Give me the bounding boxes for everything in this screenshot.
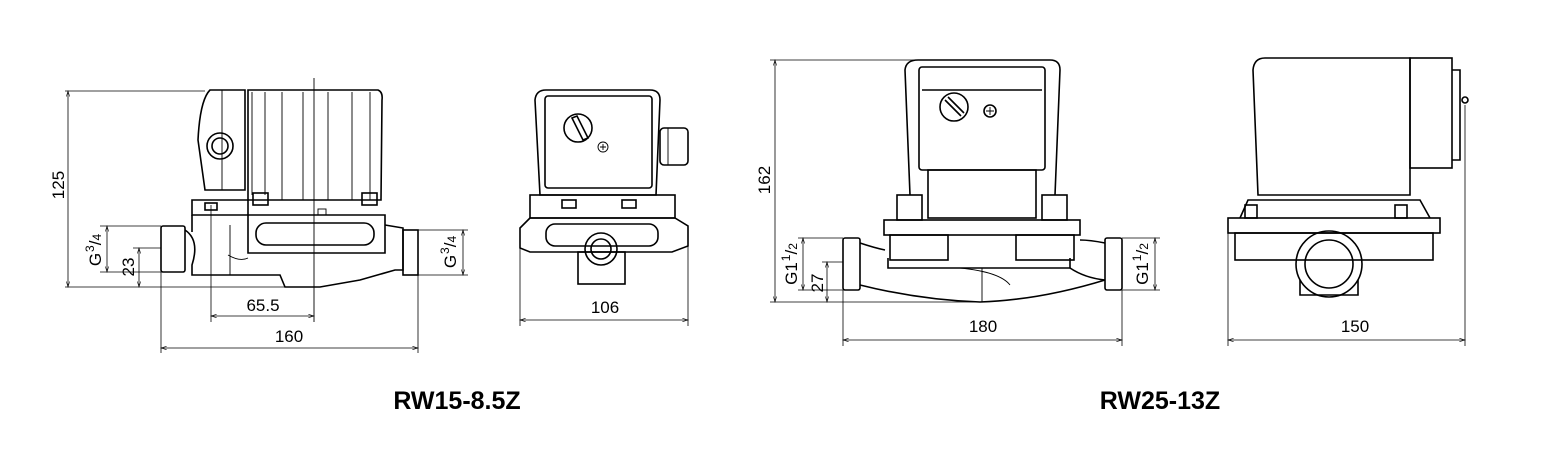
- thread-denominator: 2: [786, 243, 800, 250]
- rw15-axis-height-label: 23: [119, 258, 138, 277]
- rw15-side-view: [160, 89, 419, 288]
- thread-prefix: G1: [1133, 262, 1152, 285]
- rw15-length-label: 160: [275, 327, 303, 346]
- rw25-height-label: 162: [755, 166, 774, 194]
- rw15-height-label: 125: [49, 171, 68, 199]
- rw15-axis-offset-label: 65.5: [246, 296, 279, 315]
- rw25-front-view: [842, 59, 1123, 303]
- rw15-thread-right-label: G3/4: [438, 236, 460, 269]
- rw25-model-title: RW25-13Z: [1100, 387, 1220, 415]
- rw15-front-dimensions: 106: [520, 246, 688, 326]
- rw25-width-label: 150: [1341, 317, 1369, 336]
- rw25-length-label: 180: [969, 317, 997, 336]
- rw25-thread-left-label: G11/2: [779, 243, 801, 285]
- thread-numerator: 1: [1130, 254, 1144, 261]
- thread-numerator: 1: [779, 254, 793, 261]
- rw15-front-view: [519, 89, 689, 285]
- thread-prefix: G: [86, 253, 105, 266]
- rw15-thread-left-label: G3/4: [83, 234, 105, 267]
- rw25-side-dimensions: 150: [1228, 105, 1465, 346]
- thread-prefix: G1: [782, 262, 801, 285]
- rw25-front-dimensions: 162 G11/2 27 G11/2 180: [755, 60, 1160, 346]
- thread-denominator: 2: [1137, 243, 1151, 250]
- rw15-width-label: 106: [591, 298, 619, 317]
- rw25-thread-right-label: G11/2: [1130, 243, 1152, 285]
- thread-numerator: 3: [83, 245, 97, 252]
- rw25-axis-height-label: 27: [808, 274, 827, 293]
- thread-denominator: 4: [445, 236, 459, 243]
- thread-denominator: 4: [90, 234, 104, 241]
- rw15-model-title: RW15-8.5Z: [393, 387, 520, 415]
- rw25-side-view: [1227, 57, 1469, 298]
- thread-numerator: 3: [438, 247, 452, 254]
- rw15-side-dimensions: 125 G3/4 23 G3/4 65.5 160: [49, 91, 468, 353]
- thread-prefix: G: [441, 255, 460, 268]
